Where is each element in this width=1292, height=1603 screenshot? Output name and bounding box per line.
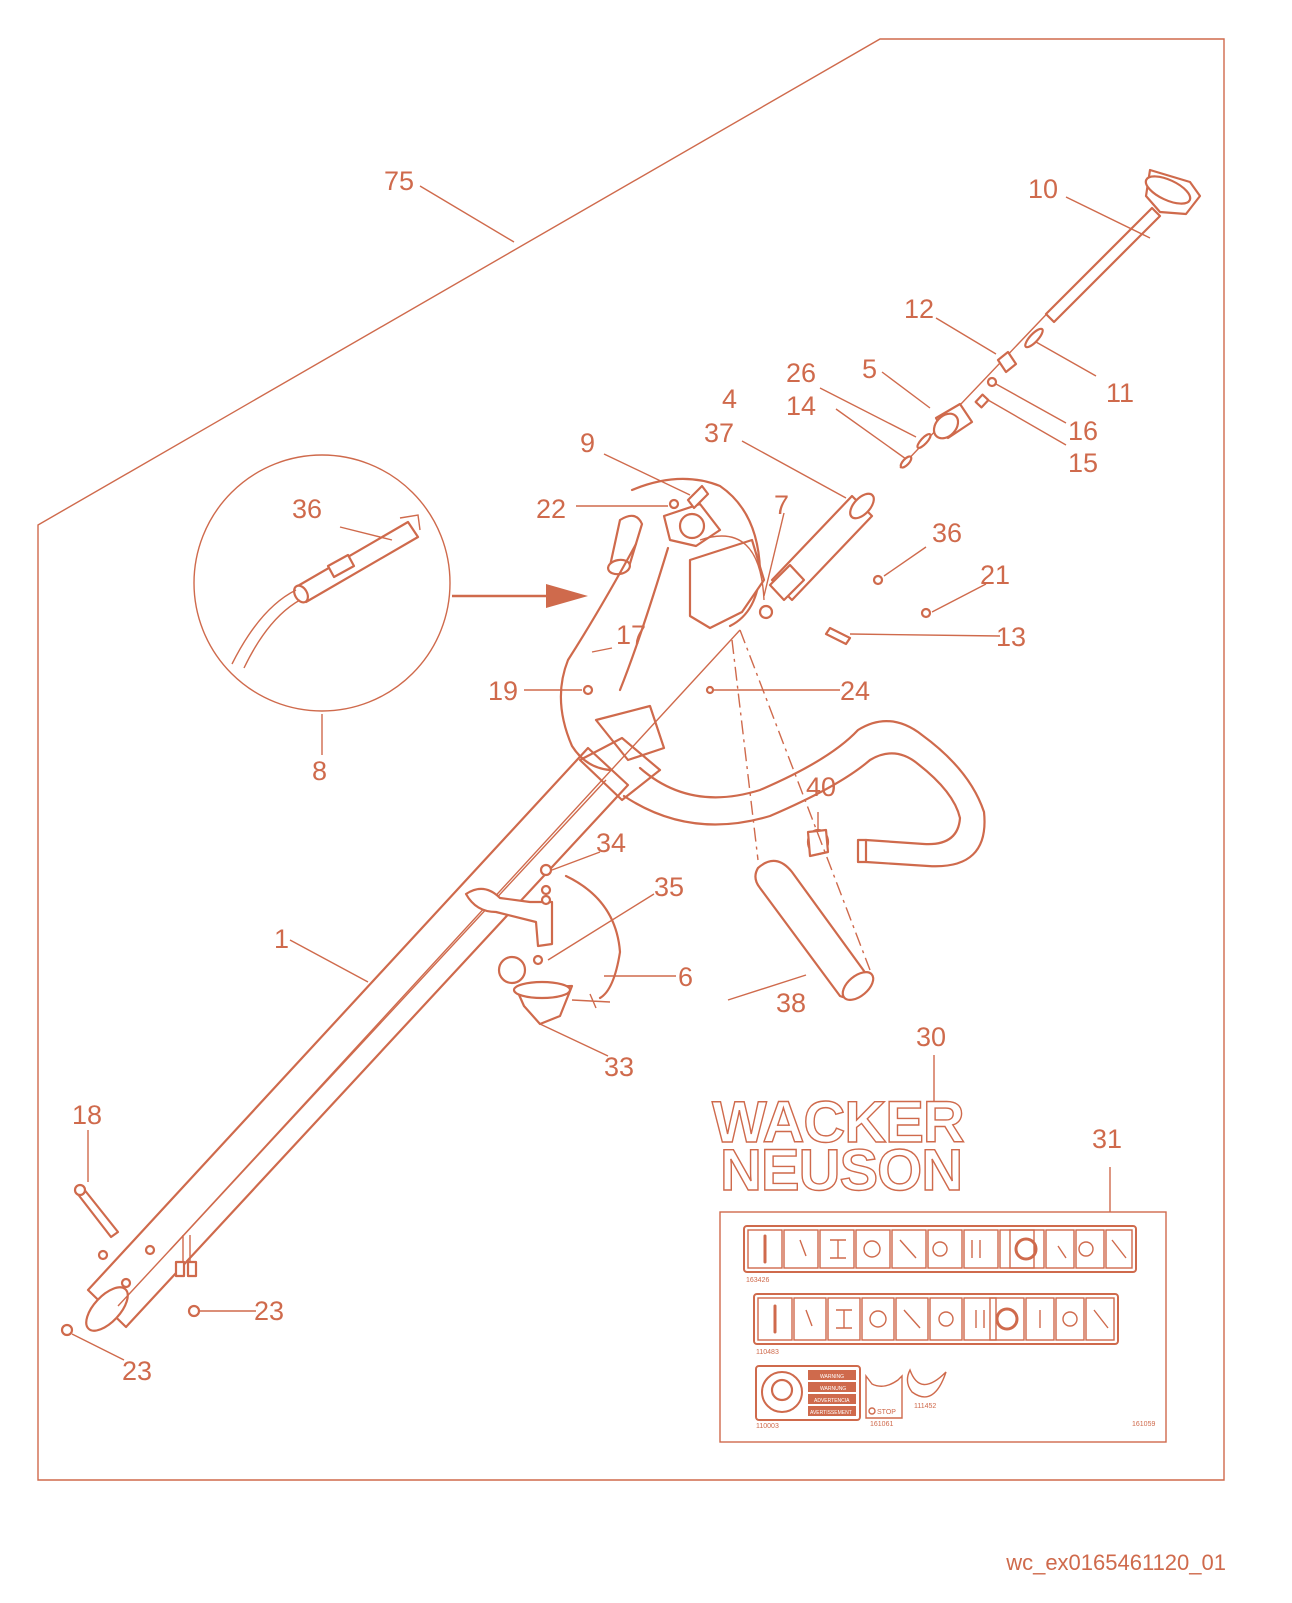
callout-38: 38 (776, 988, 806, 1018)
logo-decal: WACKER NEUSON (711, 1089, 965, 1203)
callout-8: 8 (312, 756, 327, 786)
decal-sheet: 163426 110483 (719, 1211, 1167, 1443)
callout-6: 6 (678, 962, 693, 992)
callout-12: 12 (904, 294, 934, 324)
decal-5-code: 111452 (914, 1403, 936, 1410)
callout-75: 75 (384, 166, 414, 196)
callout-34: 34 (596, 828, 626, 858)
leader-lines (71, 185, 1151, 1361)
callout-5: 5 (862, 354, 877, 384)
callout-1: 1 (274, 924, 289, 954)
bolt-18 (73, 1183, 120, 1239)
callout-11: 11 (1106, 378, 1134, 408)
callout-4: 4 (722, 384, 737, 414)
detail-circle (193, 454, 451, 712)
callout-7: 7 (774, 490, 789, 520)
decal-4-text: STOP (877, 1409, 896, 1416)
throttle-trigger-assembly (464, 863, 622, 1026)
callout-23-left: 23 (122, 1356, 152, 1386)
decal-3-code: 110003 (756, 1423, 779, 1430)
callout-36: 36 (932, 518, 962, 548)
logo-line1: WACKER (712, 1090, 964, 1155)
warning-decal: WARNING WARNUNG ADVERTENCIA AVERTISSEMEN… (755, 1365, 861, 1430)
callout-14: 14 (786, 391, 816, 421)
callout-26: 26 (786, 358, 816, 388)
callout-18: 18 (72, 1100, 102, 1130)
control-tube (768, 492, 875, 602)
callout-9: 9 (580, 428, 595, 458)
warning-line-4: AVERTISSEMENT (810, 1410, 852, 1416)
callout-35: 35 (654, 872, 684, 902)
callout-40: 40 (806, 772, 836, 802)
callout-15: 15 (1068, 448, 1098, 478)
stop-decal: STOP 161061 (865, 1373, 903, 1428)
callout-13: 13 (996, 622, 1026, 652)
callout-31: 31 (1092, 1124, 1122, 1154)
decal-strip-1: 163426 (743, 1225, 1137, 1284)
drawing-id: wc_ex0165461120_01 (1006, 1550, 1226, 1575)
callout-22: 22 (536, 494, 566, 524)
decal-1-code: 163426 (746, 1277, 769, 1284)
callout-37: 37 (704, 418, 734, 448)
decal-strip-2: 110483 (753, 1293, 1119, 1356)
callouts: 75 10 12 11 5 4 26 14 37 16 15 9 22 7 36… (72, 166, 1134, 1386)
callout-24: 24 (840, 676, 870, 706)
frame-tube (60, 629, 741, 1337)
crescent-decal: 111452 (906, 1368, 947, 1410)
warning-line-3: ADVERTENCIA (814, 1398, 850, 1404)
kit-frame (37, 38, 1225, 1481)
callout-19: 19 (488, 676, 518, 706)
callout-30: 30 (916, 1022, 946, 1052)
callout-33: 33 (604, 1052, 634, 1082)
detail-arrow (452, 584, 588, 608)
callout-10: 10 (1028, 174, 1058, 204)
grip-38 (731, 629, 875, 1001)
handlebar (622, 720, 986, 868)
logo-line2: NEUSON (720, 1138, 962, 1203)
callout-17: 17 (616, 620, 646, 650)
warning-line-2: WARNUNG (820, 1386, 846, 1392)
shaft-parts (899, 299, 1061, 469)
callout-21: 21 (980, 560, 1010, 590)
callout-36-detail: 36 (292, 494, 322, 524)
throttle-lever-assembly (559, 477, 774, 772)
warning-line-1: WARNING (820, 1374, 844, 1380)
small-hardware (824, 574, 932, 646)
decal-sheet-code: 161059 (1132, 1421, 1155, 1428)
decal-4-code: 161061 (870, 1421, 893, 1428)
wire-harness-end (174, 1235, 201, 1318)
callout-23-right: 23 (254, 1296, 284, 1326)
callout-16: 16 (1068, 416, 1098, 446)
throttle-rod-10 (1044, 168, 1202, 324)
decal-2-code: 110483 (756, 1349, 779, 1356)
